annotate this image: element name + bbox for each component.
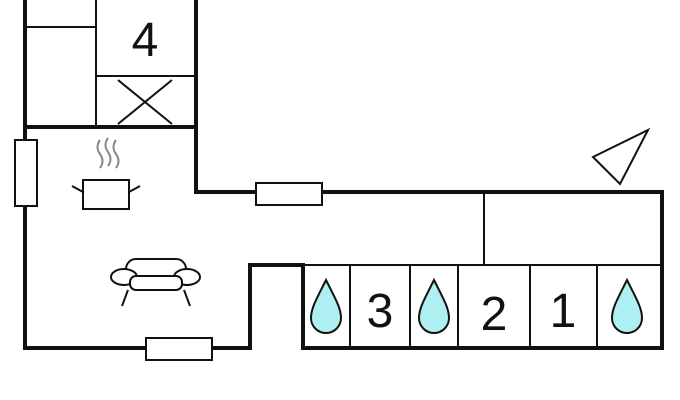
sofa-icon [110, 258, 201, 307]
stove-pot-icon [71, 179, 141, 210]
stairs-cross-icon [117, 79, 173, 125]
room-label-4: 4 [132, 14, 159, 67]
window-icon [145, 337, 213, 361]
outer-walls [23, 0, 664, 350]
steam-icon [96, 137, 120, 169]
water-drop-icon [610, 277, 644, 334]
water-drop-icon [417, 277, 451, 334]
interior-walls [23, 0, 662, 348]
water-drop-icon [309, 277, 343, 334]
window-icon [255, 182, 323, 206]
window-icon [14, 139, 38, 207]
room-label-1: 1 [550, 285, 577, 338]
room-label-2: 2 [481, 288, 508, 341]
room-label-3: 3 [367, 285, 394, 338]
compass-arrow-icon [591, 127, 651, 186]
